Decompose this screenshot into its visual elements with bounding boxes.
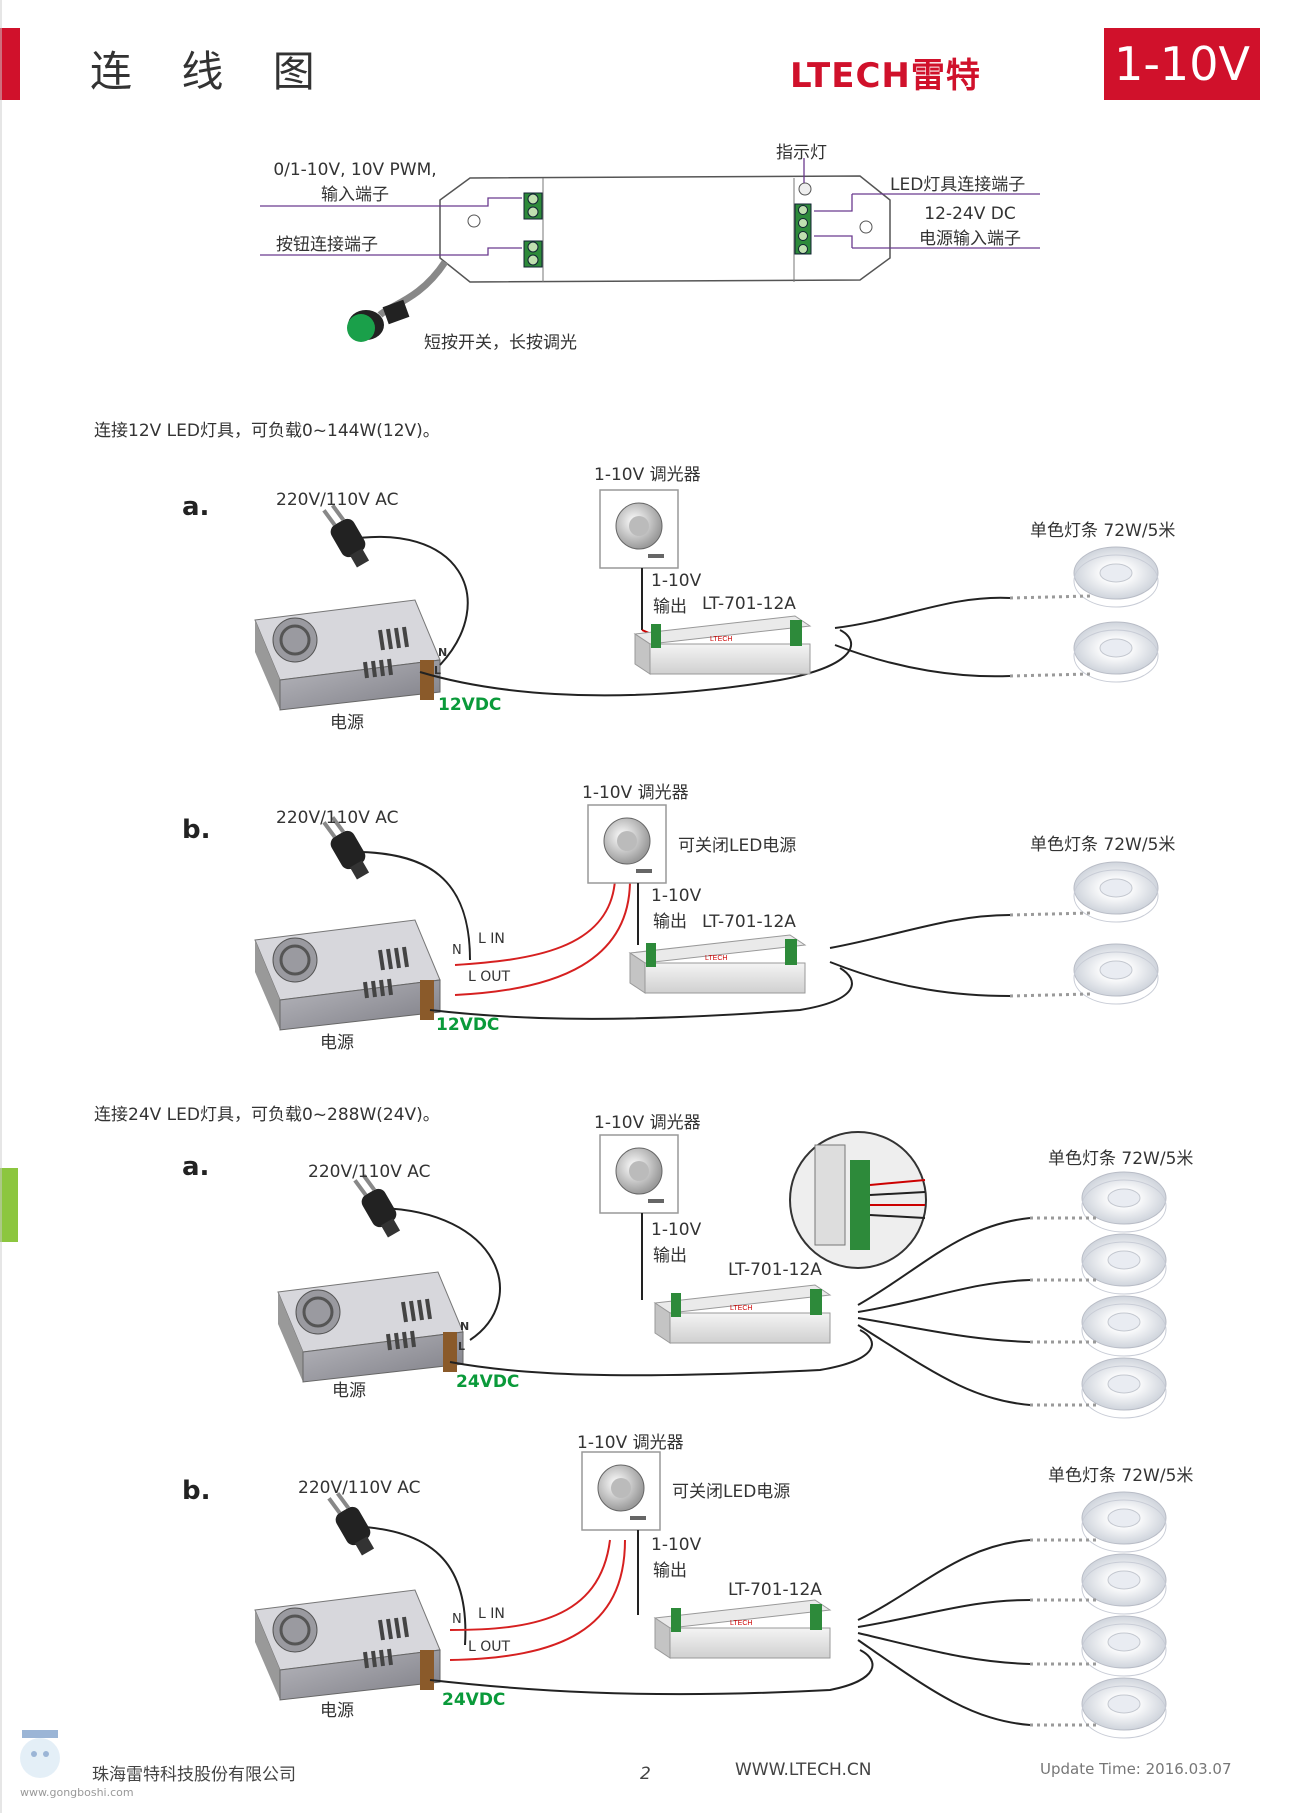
- output-label-1: 1-10V: [651, 886, 702, 906]
- strip-label: 单色灯条 72W/5米: [1030, 521, 1176, 541]
- power-terminal-label: 12-24V DC 电源输入端子: [905, 204, 1035, 249]
- vdc-label: 24VDC: [442, 1690, 506, 1710]
- l-in-label: L IN: [478, 1606, 505, 1622]
- output-label-1: 1-10V: [651, 1220, 702, 1240]
- side-accent-green: [0, 1168, 18, 1242]
- ac-label: 220V/110V AC: [276, 490, 399, 510]
- section-24v-a-letter: a.: [182, 1152, 210, 1182]
- model-label: LT-701-12A: [702, 594, 796, 614]
- vdc-label: 12VDC: [438, 695, 502, 715]
- n-terminal-label: N: [452, 943, 462, 958]
- l-in-label: L IN: [478, 931, 505, 947]
- update-time: Update Time: 2016.03.07: [1040, 1760, 1232, 1778]
- category-badge: 1-10V: [1104, 28, 1260, 100]
- ac-label: 220V/110V AC: [298, 1478, 421, 1498]
- section-12v-a-letter: a.: [182, 492, 210, 522]
- company-name: 珠海雷特科技股份有限公司: [92, 1765, 296, 1785]
- brand-logo: LTECH雷特: [790, 48, 981, 97]
- psu-label: 电源: [330, 713, 364, 733]
- psu-label: 电源: [332, 1381, 366, 1401]
- l-out-label: L OUT: [468, 969, 511, 985]
- model-label: LT-701-12A: [728, 1260, 822, 1280]
- ac-label: 220V/110V AC: [308, 1162, 431, 1182]
- model-label: LT-701-12A: [702, 912, 796, 932]
- output-label-2: 输出: [653, 912, 687, 932]
- psu-label: 电源: [320, 1033, 354, 1053]
- input-terminal-label-line2: 输入端子: [321, 185, 389, 205]
- vdc-label: 12VDC: [436, 1015, 500, 1035]
- dimmer-label: 1-10V 调光器: [582, 783, 689, 803]
- ac-label: 220V/110V AC: [276, 808, 399, 828]
- brand-logo-text: LTECH雷特: [790, 56, 981, 96]
- output-label-2: 输出: [653, 1561, 687, 1581]
- input-terminal-label-line1: 0/1-10V, 10V PWM,: [273, 160, 437, 180]
- strip-label: 单色灯条 72W/5米: [1048, 1149, 1194, 1169]
- page-number: 2: [640, 1764, 651, 1784]
- section-12v-text: 连接12V LED灯具，可负载0~144W(12V)。: [94, 421, 440, 441]
- diagram-12v-a: [253, 489, 1159, 712]
- model-label: LT-701-12A: [728, 1580, 822, 1600]
- strip-label: 单色灯条 72W/5米: [1030, 835, 1176, 855]
- output-label-2: 输出: [653, 597, 687, 617]
- section-12v-b-letter: b.: [182, 815, 211, 845]
- switch-label: 短按开关，长按调光: [424, 333, 577, 353]
- diagram-12v-b: [253, 804, 1159, 1032]
- output-label-2: 输出: [653, 1246, 687, 1266]
- output-label-1: 1-10V: [651, 571, 702, 591]
- controller-top-view: [260, 158, 1040, 342]
- l-terminal-label: L: [458, 1340, 466, 1353]
- diagram-24v-a: [276, 1131, 1167, 1419]
- output-label-1: 1-10V: [651, 1535, 702, 1555]
- input-terminal-label: 0/1-10V, 10V PWM, 输入端子: [270, 160, 440, 205]
- n-terminal-label: N: [438, 646, 448, 659]
- switchable-psu-label: 可关闭LED电源: [678, 836, 797, 856]
- page-title: 连 线 图: [90, 47, 333, 96]
- section-24v-text: 连接24V LED灯具，可负载0~288W(24V)。: [94, 1105, 440, 1125]
- led-terminal-label: LED灯具连接端子: [890, 175, 1026, 195]
- l-out-label: L OUT: [468, 1639, 511, 1655]
- dimmer-label: 1-10V 调光器: [594, 465, 701, 485]
- power-terminal-label-line1: 12-24V DC: [924, 204, 1016, 224]
- dimmer-label: 1-10V 调光器: [577, 1433, 684, 1453]
- website-link[interactable]: WWW.LTECH.CN: [735, 1760, 872, 1780]
- vdc-label: 24VDC: [456, 1372, 520, 1392]
- l-terminal-label: L: [434, 664, 442, 677]
- dimmer-label: 1-10V 调光器: [594, 1113, 701, 1133]
- watermark-url: www.gongboshi.com: [20, 1786, 134, 1799]
- switchable-psu-label: 可关闭LED电源: [672, 1482, 791, 1502]
- diagram-24v-b: [253, 1451, 1167, 1739]
- strip-label: 单色灯条 72W/5米: [1048, 1466, 1194, 1486]
- psu-label: 电源: [320, 1701, 354, 1721]
- button-terminal-label: 按钮连接端子: [276, 235, 378, 255]
- watermark-mascot: [20, 1730, 60, 1778]
- n-terminal-label: N: [460, 1320, 470, 1333]
- side-accent-red: [0, 28, 20, 100]
- indicator-label: 指示灯: [776, 143, 827, 163]
- section-24v-b-letter: b.: [182, 1476, 211, 1506]
- power-terminal-label-line2: 电源输入端子: [919, 229, 1021, 249]
- n-terminal-label: N: [452, 1612, 462, 1627]
